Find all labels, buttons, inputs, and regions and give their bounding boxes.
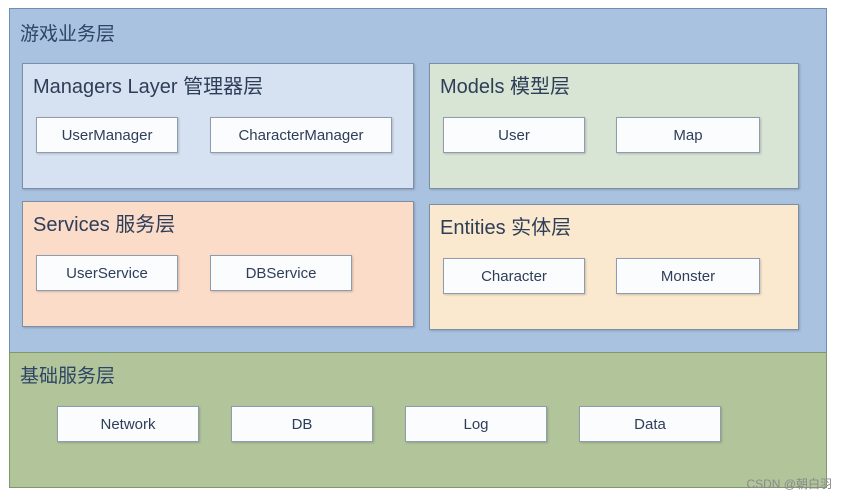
- db-service-box: DBService: [210, 255, 352, 291]
- character-entity-box: Character: [443, 258, 585, 294]
- log-box: Log: [405, 406, 547, 442]
- data-box: Data: [579, 406, 721, 442]
- user-service-box: UserService: [36, 255, 178, 291]
- base-service-layer-title: 基础服务层: [20, 366, 116, 387]
- user-model-box: User: [443, 117, 585, 153]
- monster-entity-box: Monster: [616, 258, 760, 294]
- db-box: DB: [231, 406, 373, 442]
- managers-layer-title: Managers Layer 管理器层: [33, 76, 264, 98]
- game-business-layer-title: 游戏业务层: [20, 24, 116, 45]
- character-manager-box: CharacterManager: [210, 117, 392, 153]
- models-layer-panel: Models 模型层 User Map: [429, 63, 799, 189]
- csdn-watermark: CSDN @朝白羽: [746, 477, 832, 491]
- game-business-layer: 游戏业务层 Managers Layer 管理器层 UserManager Ch…: [9, 8, 827, 354]
- entities-layer-title: Entities 实体层: [440, 217, 572, 239]
- user-manager-box: UserManager: [36, 117, 178, 153]
- services-layer-title: Services 服务层: [33, 214, 176, 236]
- entities-layer-panel: Entities 实体层 Character Monster: [429, 204, 799, 330]
- models-layer-title: Models 模型层: [440, 76, 571, 98]
- map-model-box: Map: [616, 117, 760, 153]
- base-service-layer: 基础服务层 Network DB Log Data: [9, 352, 827, 488]
- network-box: Network: [57, 406, 199, 442]
- services-layer-panel: Services 服务层 UserService DBService: [22, 201, 414, 327]
- managers-layer-panel: Managers Layer 管理器层 UserManager Characte…: [22, 63, 414, 189]
